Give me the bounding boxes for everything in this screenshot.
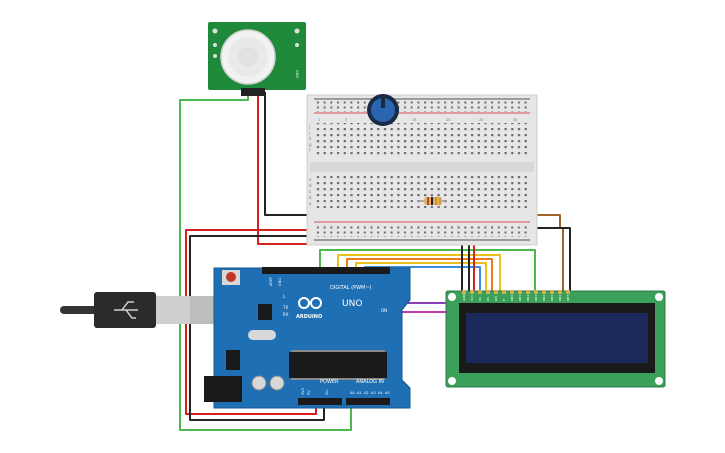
- row-letter: d: [309, 183, 312, 188]
- wire-yellow-2[interactable]: [355, 262, 487, 292]
- wire-red-pir[interactable]: [257, 92, 330, 245]
- gnd-label: GND: [278, 278, 282, 286]
- pir-label-left: GND: [295, 70, 299, 78]
- lcd-pin-label: DB4: [542, 295, 546, 301]
- tx-label: TX: [282, 305, 288, 310]
- wire-green-lcd[interactable]: [319, 249, 536, 292]
- arduino-model: UNO: [342, 299, 362, 309]
- row-letter: h: [309, 136, 312, 141]
- lcd-pin-label: V0: [478, 297, 482, 301]
- lcd-pin-label: DB0: [510, 295, 514, 301]
- analog-pin-label: A5: [385, 391, 390, 395]
- l-label: L: [283, 294, 286, 299]
- column-number: 25: [479, 118, 483, 122]
- analog-pin-label: A4: [378, 391, 383, 395]
- lcd-pin-label: E: [502, 299, 506, 301]
- lcd-display[interactable]: GND VCC V0 RS RW E DB0 DB1 DB2 DB3 DB4 D…: [445, 290, 666, 388]
- row-letter: a: [309, 201, 312, 206]
- lcd-pin-labels: GND VCC V0 RS RW E DB0 DB1 DB2 DB3 DB4 D…: [462, 293, 570, 301]
- usb-icon: [114, 301, 138, 319]
- power-header: [298, 398, 342, 405]
- lcd-pin-label: DB1: [518, 295, 522, 301]
- capacitor: [269, 375, 285, 391]
- row-letter: j: [308, 124, 310, 129]
- lcd-pin-label: DB7: [566, 295, 570, 301]
- column-number: 15: [412, 118, 416, 122]
- row-letter: g: [309, 142, 312, 147]
- rx-label: RX: [283, 312, 289, 317]
- lcd-pin-label: GND: [462, 293, 466, 301]
- analog-pin-label: A2: [364, 391, 369, 395]
- wire-green-pir[interactable]: [179, 92, 352, 431]
- wire-yellow-1[interactable]: [337, 254, 501, 292]
- analog-pin-label: A1: [357, 391, 362, 395]
- column-number: 1: [318, 118, 320, 122]
- analog-label: ANALOG IN: [356, 379, 384, 385]
- lcd-pin-label: DB3: [534, 295, 538, 301]
- row-letter: f: [309, 148, 311, 153]
- usb-cable[interactable]: [60, 292, 230, 328]
- row-letter: i: [309, 130, 310, 135]
- potentiometer[interactable]: [367, 94, 399, 126]
- crystal: [248, 330, 276, 340]
- lcd-pin-label: RS: [486, 297, 490, 301]
- resistor[interactable]: [418, 197, 447, 205]
- column-number: 20: [446, 118, 450, 122]
- digital-label: DIGITAL (PWM~): [330, 285, 372, 291]
- power-jack[interactable]: [204, 376, 242, 402]
- on-label: ON: [381, 308, 387, 313]
- wire-black-lcd[interactable]: [525, 227, 571, 292]
- pir-sensor[interactable]: GND: [208, 22, 306, 96]
- pin-3v3-label: 3V3: [301, 388, 305, 395]
- analog-pin-label: A0: [350, 391, 355, 395]
- microcontroller-chip: [289, 352, 387, 378]
- lcd-pin-label: DB6: [558, 295, 562, 301]
- power-label: POWER: [320, 379, 339, 385]
- lcd-pin-label: RW: [494, 296, 498, 301]
- lcd-pin-label: VCC: [470, 295, 474, 301]
- lcd-pins: [462, 290, 570, 294]
- lcd-pin-label: DB2: [526, 295, 530, 301]
- pin-5v-label: 5V: [307, 390, 311, 395]
- pin-vin-label: Vin: [325, 389, 329, 395]
- capacitor: [251, 375, 267, 391]
- analog-pin-label: A3: [371, 391, 376, 395]
- row-letter: e: [309, 177, 312, 182]
- row-letter: b: [309, 195, 312, 200]
- column-number: 30: [513, 118, 517, 122]
- analog-pin-labels: A0 A1 A2 A3 A4 A5: [350, 391, 390, 395]
- wire-orange-1[interactable]: [346, 258, 493, 292]
- aref-label: AREF: [269, 277, 273, 286]
- arduino-logo: [298, 297, 322, 309]
- digital-header-2: [322, 267, 390, 274]
- reset-button[interactable]: [222, 270, 240, 285]
- column-number: 5: [345, 118, 347, 122]
- arduino-uno[interactable]: DIGITAL (PWM~) AREF GND TX RX L ARDUINO …: [204, 267, 411, 409]
- lcd-pin-label: DB5: [550, 295, 554, 301]
- breadboard[interactable]: 1 5 10 15 20 25 30 j i h g f e d c b a: [306, 94, 538, 246]
- breadboard-row-letters: j i h g f e d c b a: [308, 124, 312, 206]
- arduino-brand: ARDUINO: [296, 314, 322, 320]
- analog-header: [346, 398, 390, 405]
- lcd-screen: [466, 313, 648, 363]
- wire-black-gnd[interactable]: [189, 235, 325, 421]
- voltage-regulator: [226, 350, 240, 370]
- usb-chip: [258, 304, 272, 320]
- row-letter: c: [309, 189, 311, 194]
